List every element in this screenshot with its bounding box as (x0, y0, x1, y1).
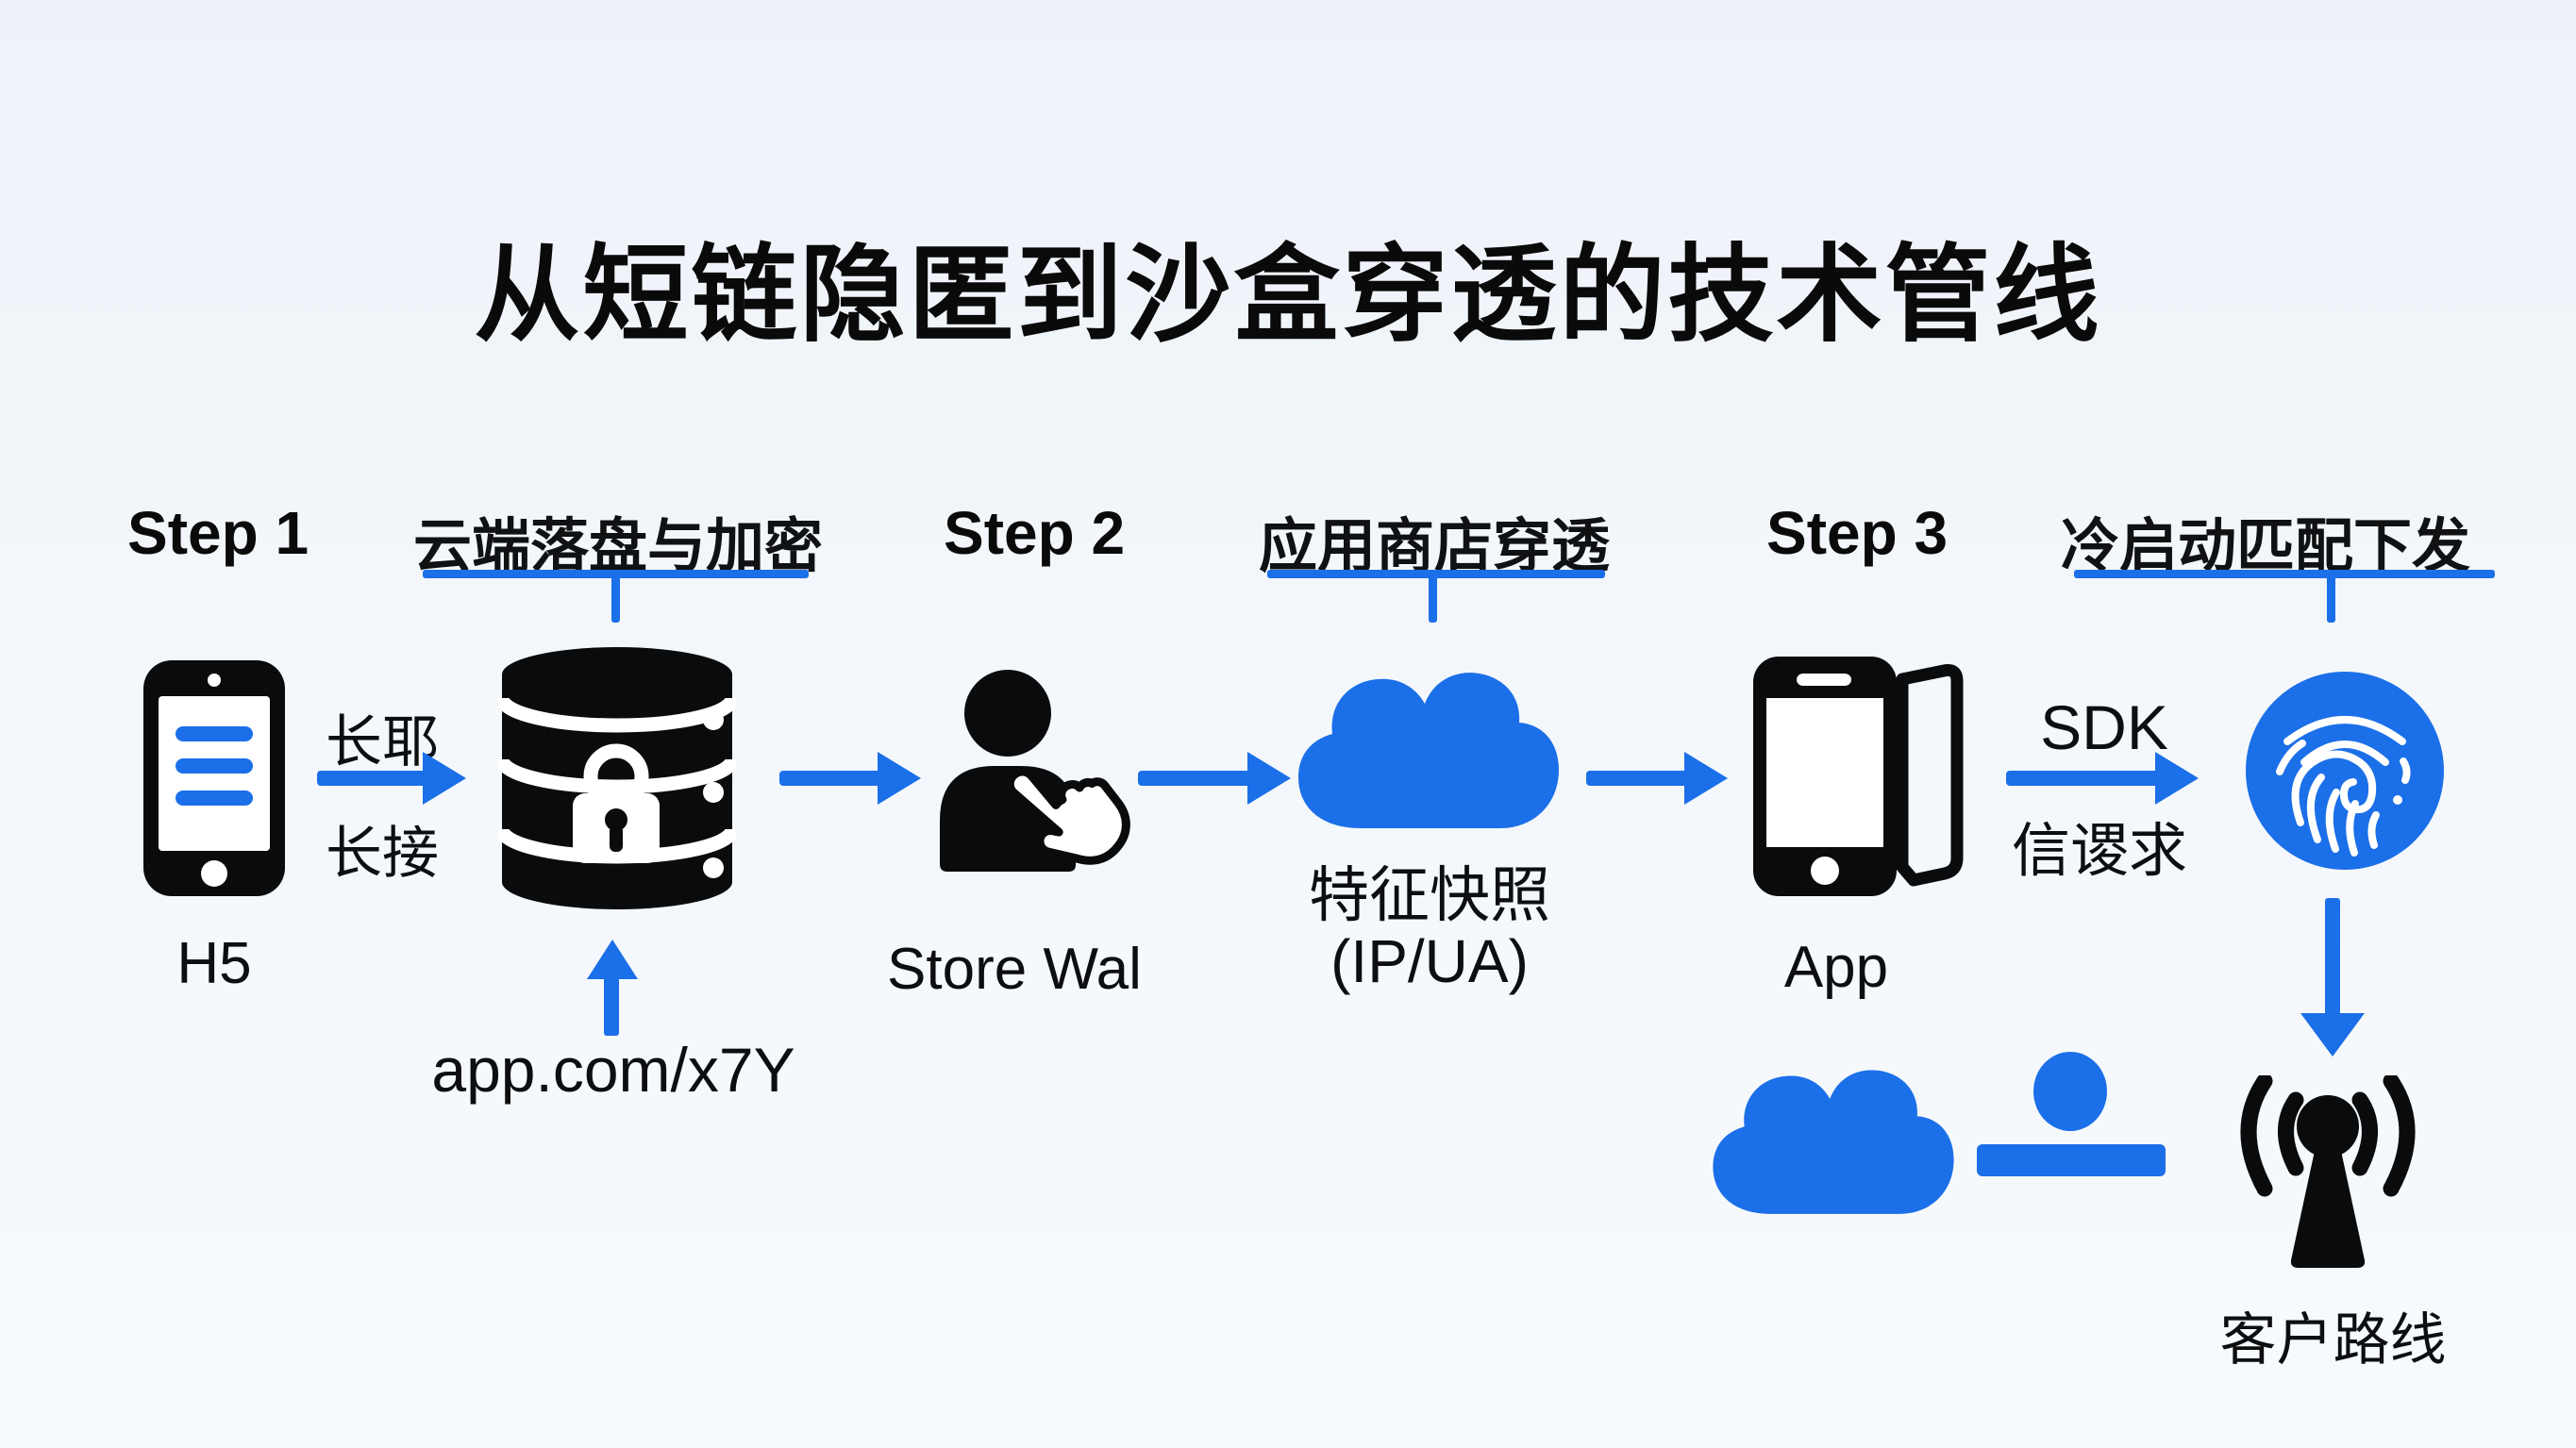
arrow-h5-to-db (317, 771, 427, 786)
broadcast-antenna-icon (2227, 1075, 2429, 1270)
bracket-step3-tick (2327, 570, 2335, 623)
user-click-icon (932, 666, 1132, 909)
database-lock-icon (498, 644, 736, 912)
cloud-icon-bottom (1706, 1057, 1961, 1228)
shortlink-caption: app.com/x7Y (431, 1035, 795, 1105)
client-route-label: 客户路线 (2219, 1308, 2447, 1372)
arrow-app-to-fingerprint (2006, 771, 2159, 786)
person-icon-shoulders (1977, 1144, 2166, 1176)
snapshot-label-line2: (IP/UA) (1330, 927, 1529, 995)
bracket-step2-tick (1429, 570, 1437, 623)
edge5-bottom-label: 信谡求 (2011, 819, 2187, 884)
fingerprint-icon (2246, 672, 2444, 870)
step2-name: Step 2 (944, 499, 1126, 567)
arrow-fingerprint-down-head (2300, 1013, 2365, 1057)
step2-label: 应用商店穿透 (1258, 514, 1610, 579)
edge1-bottom-label: 长接 (326, 822, 439, 885)
arrow-cloud-to-app (1586, 771, 1688, 786)
app-label: App (1783, 935, 1889, 1000)
arrow-store-to-cloud-head (1247, 752, 1291, 805)
cloud-icon (1291, 666, 1566, 836)
h5-label: H5 (176, 931, 252, 996)
arrow-shortlink-up-head (587, 940, 638, 979)
arrow-app-to-fingerprint-head (2155, 752, 2199, 805)
step1-name: Step 1 (127, 499, 309, 567)
arrow-fingerprint-down (2325, 898, 2340, 1015)
arrow-cloud-to-app-head (1684, 752, 1728, 805)
snapshot-label-line1: 特征快照 (1309, 861, 1550, 929)
click-hand (1005, 767, 1130, 865)
bracket-step3 (2074, 570, 2495, 578)
smartphone-icon (143, 660, 285, 896)
person-icon-head (2033, 1052, 2107, 1131)
page-title: 从短链隐匿到沙盒穿透的技术管线 (474, 236, 2102, 354)
arrow-store-to-cloud (1138, 771, 1251, 786)
step3-label: 冷启动匹配下发 (2060, 514, 2470, 579)
step3-name: Step 3 (1766, 499, 1949, 567)
edge5-top-label: SDK (2040, 692, 2168, 762)
bracket-step1-tick (611, 570, 620, 623)
arrow-h5-to-db-head (423, 752, 466, 805)
edge1-top-label: 长耶 (326, 710, 439, 774)
store-label: Store Wal (887, 937, 1142, 1002)
arrow-shortlink-up (604, 975, 619, 1036)
app-phone-icon (1751, 647, 1970, 908)
step1-label: 云端落盘与加密 (412, 514, 823, 579)
arrow-db-to-store-head (878, 752, 921, 805)
arrow-db-to-store (779, 771, 881, 786)
